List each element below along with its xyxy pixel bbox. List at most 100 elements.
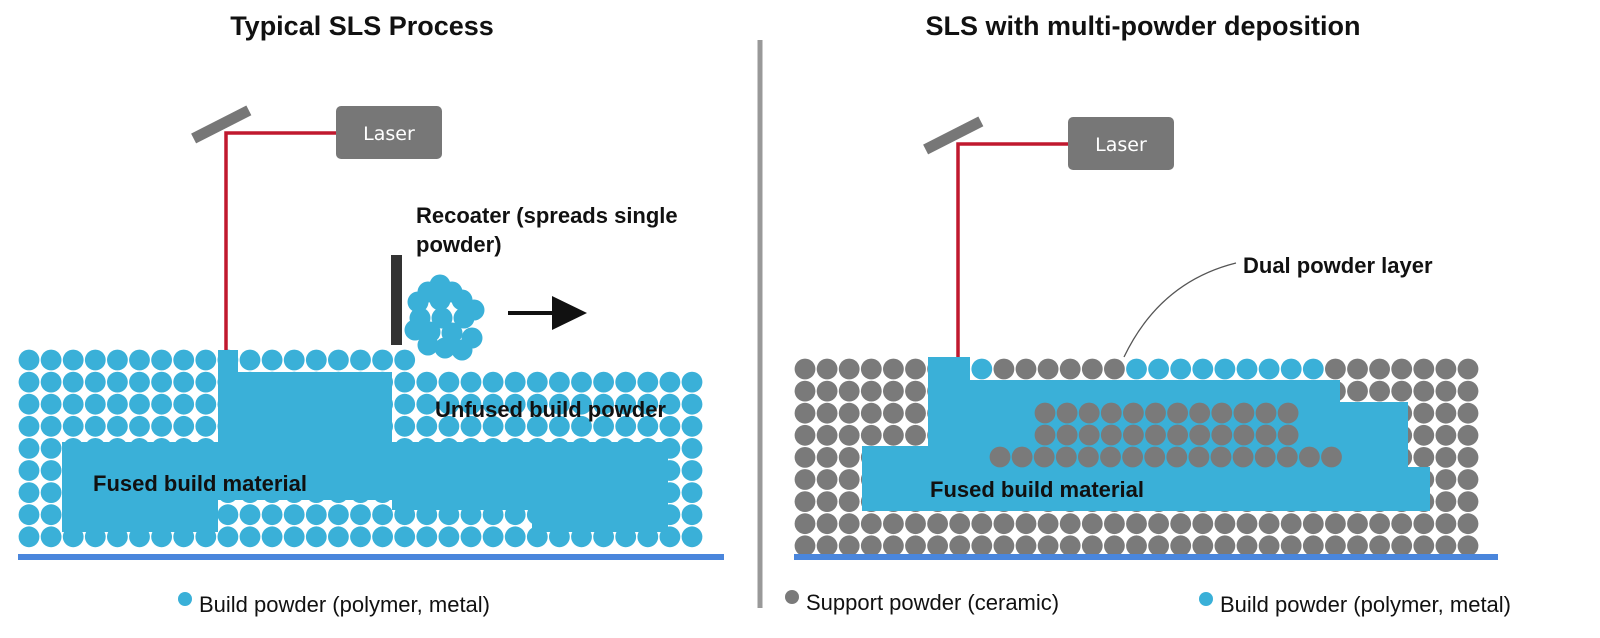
build-powder-particle <box>350 504 371 526</box>
build-powder-particle <box>394 415 416 437</box>
support-powder-particle <box>860 380 882 402</box>
support-powder-particle <box>949 535 971 557</box>
build-powder-particle <box>460 371 482 393</box>
build-powder-particle <box>40 393 62 415</box>
support-powder-particle <box>883 424 904 446</box>
build-powder-particle <box>195 393 217 415</box>
build-powder-particle <box>305 349 327 371</box>
support-powder-particle <box>1100 446 1121 468</box>
build-powder-particle <box>571 415 592 437</box>
support-powder-particle <box>1391 535 1413 557</box>
support-powder-particle <box>971 535 993 557</box>
support-powder-particle <box>1015 513 1037 535</box>
support-powder-particle <box>1192 535 1214 557</box>
build-powder-particle <box>18 415 40 437</box>
support-powder-particle <box>1413 447 1435 468</box>
support-powder-particle <box>993 513 1015 535</box>
support-powder-particle <box>1347 380 1368 402</box>
build-powder-particle <box>62 371 84 393</box>
build-powder-particle <box>40 349 62 371</box>
left-laser-box <box>336 106 442 159</box>
build-powder-particle <box>637 393 659 415</box>
build-powder-particle <box>350 349 371 371</box>
support-powder-particle <box>1104 535 1125 557</box>
support-powder-particle <box>993 535 1015 557</box>
support-powder-particle <box>838 469 860 490</box>
support-powder-particle <box>1347 535 1368 557</box>
support-powder-particle <box>1413 535 1435 557</box>
support-powder-particle <box>1457 424 1479 446</box>
right-panel: SLS with multi-powder deposition Fused b… <box>785 11 1511 617</box>
build-powder-particle <box>195 371 217 393</box>
build-powder-particle <box>283 349 305 371</box>
right-legend-support-swatch <box>785 590 799 604</box>
support-powder-particle <box>1167 402 1188 424</box>
support-powder-particle <box>838 535 860 557</box>
support-powder-particle <box>1081 358 1103 380</box>
build-powder-particle <box>173 415 195 437</box>
right-laser-box <box>1068 117 1174 170</box>
support-powder-particle <box>1189 424 1211 446</box>
build-powder-particle <box>1214 358 1236 380</box>
build-powder-particle <box>40 438 62 459</box>
build-powder-particle <box>482 393 504 415</box>
build-powder-particle <box>107 371 128 393</box>
left-build-platform <box>18 554 724 560</box>
build-powder-particle <box>659 371 681 393</box>
support-powder-particle <box>1236 513 1258 535</box>
build-powder-particle <box>305 526 327 548</box>
recoater-powder-particle <box>417 334 439 356</box>
support-powder-particle <box>794 424 816 446</box>
support-powder-particle <box>1435 469 1457 490</box>
support-powder-particle <box>1211 424 1233 446</box>
support-powder-particle <box>1188 446 1210 468</box>
support-powder-particle <box>905 424 926 446</box>
build-powder-particle <box>151 415 173 437</box>
build-powder-particle <box>151 371 173 393</box>
build-powder-particle <box>62 349 84 371</box>
support-powder-particle <box>1254 446 1276 468</box>
support-powder-particle <box>1435 358 1457 380</box>
build-powder-particle <box>593 415 614 437</box>
support-powder-particle <box>1232 446 1254 468</box>
build-powder-particle <box>261 504 283 526</box>
support-powder-particle <box>816 513 838 535</box>
support-powder-particle <box>1037 535 1059 557</box>
support-powder-particle <box>816 535 838 557</box>
support-powder-particle <box>794 358 816 380</box>
support-powder-particle <box>1258 513 1280 535</box>
support-powder-particle <box>1369 513 1390 535</box>
recoater-powder-particle <box>407 291 429 313</box>
support-powder-particle <box>1280 535 1302 557</box>
support-powder-particle <box>1144 446 1166 468</box>
build-powder-particle <box>1126 358 1147 380</box>
build-powder-particle <box>129 349 150 371</box>
support-powder-particle <box>1325 358 1346 380</box>
build-powder-particle <box>438 415 460 437</box>
build-powder-particle <box>504 393 526 415</box>
build-powder-particle <box>681 460 703 481</box>
support-powder-particle <box>905 380 926 402</box>
support-powder-particle <box>1211 402 1233 424</box>
support-powder-particle <box>1435 447 1457 468</box>
build-powder-particle <box>328 349 349 371</box>
support-powder-particle <box>1457 535 1479 557</box>
support-powder-particle <box>1210 446 1232 468</box>
support-powder-particle <box>1123 424 1144 446</box>
dual-powder-callout-line <box>1123 262 1237 358</box>
support-powder-particle <box>1081 535 1103 557</box>
support-powder-particle <box>1126 513 1147 535</box>
support-powder-particle <box>816 380 838 402</box>
support-powder-particle <box>1148 535 1169 557</box>
support-powder-particle <box>1122 446 1143 468</box>
recoater-label-line1: Recoater (spreads single <box>416 203 678 228</box>
left-mirror <box>191 105 252 144</box>
support-powder-particle <box>1413 513 1435 535</box>
support-powder-particle <box>1033 446 1055 468</box>
build-powder-particle <box>637 415 659 437</box>
right-panel-title: SLS with multi-powder deposition <box>926 11 1361 41</box>
support-powder-particle <box>1059 535 1081 557</box>
build-powder-particle <box>350 526 371 548</box>
support-powder-particle <box>1126 535 1147 557</box>
support-powder-particle <box>1233 424 1255 446</box>
